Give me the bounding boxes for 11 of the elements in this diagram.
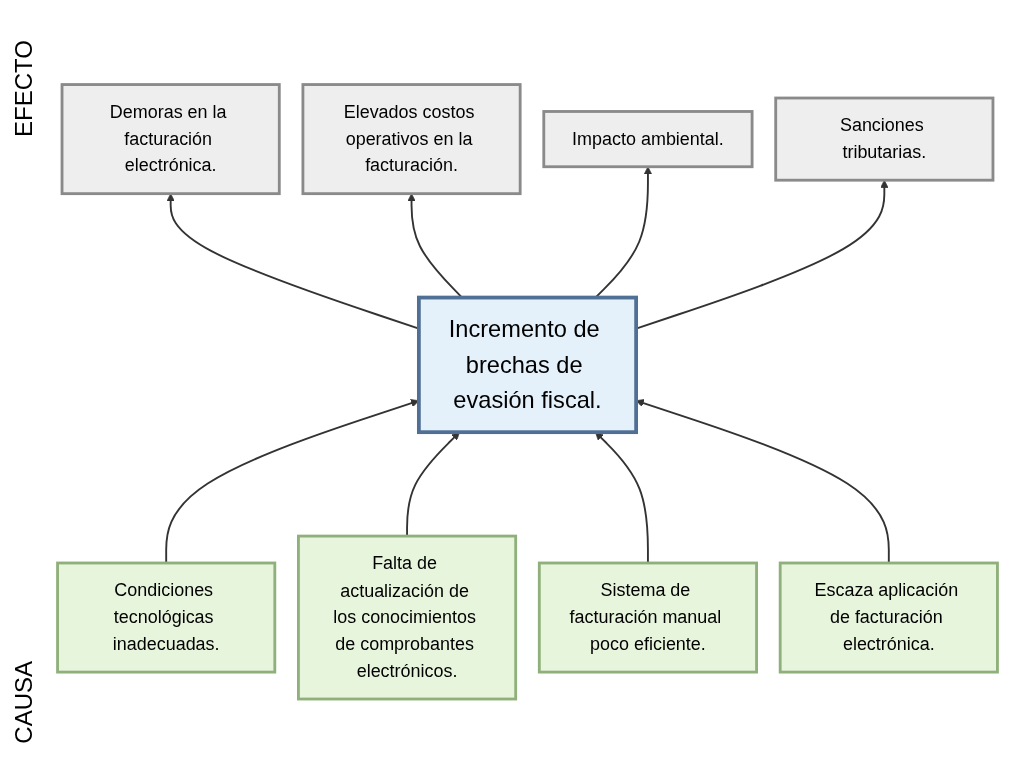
node-box: Sanciones tributarias. (774, 96, 995, 182)
row-heading: EFECTO (10, 40, 38, 137)
node-box: Demoras en la facturación electrónica. (60, 83, 281, 196)
node-box: Incremento de brechas de evasión fiscal. (417, 295, 638, 435)
node-box: Impacto ambiental. (542, 110, 754, 169)
row-heading: CAUSA (10, 661, 38, 744)
node-box: Escaza aplicación de facturación electrónica. (778, 561, 999, 674)
node-box: Elevados costos operativos en la facturación. (301, 83, 522, 196)
node-box: Sistema de facturación manual poco eficiente. (537, 561, 758, 674)
node-box: Condiciones tecnológicas inadecuadas. (56, 561, 277, 674)
node-box: Falta de actualización de los conocimientos de comprobantes electrónicos. (297, 534, 518, 701)
